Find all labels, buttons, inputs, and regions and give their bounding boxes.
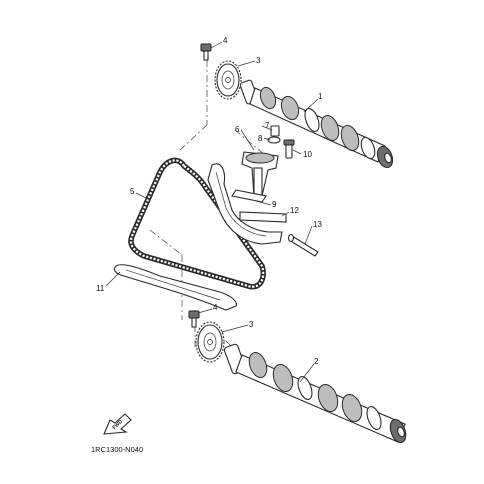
upper-camshaft	[239, 79, 394, 169]
fwd-arrow-icon: FWD	[103, 413, 132, 435]
callout-8: 8	[258, 134, 263, 143]
lower-camshaft	[223, 343, 407, 444]
tensioner-seal	[231, 189, 267, 203]
callout-13: 13	[313, 220, 322, 229]
callout-9: 9	[272, 200, 277, 209]
upper-bolt	[200, 43, 212, 61]
guide-stopper	[239, 211, 287, 223]
lower-sprocket	[195, 321, 225, 363]
chain-guide	[207, 163, 283, 245]
tensioner-gasket	[267, 136, 281, 144]
lower-bolt	[188, 310, 200, 328]
chain-tensioner	[241, 151, 279, 197]
callout-3-upper: 3	[256, 56, 261, 65]
chain-guide-lower	[113, 264, 237, 311]
timing-chain	[128, 157, 266, 290]
leader-lines	[105, 41, 319, 383]
callout-2: 2	[314, 357, 319, 366]
callout-7: 7	[265, 121, 270, 130]
tensioner-cap-bolt	[270, 125, 280, 137]
callout-labels: 1 2 3 3 4 4 5 6 7 8 9 10 11 12 13	[96, 36, 323, 366]
callout-12: 12	[290, 206, 299, 215]
callout-10: 10	[303, 150, 312, 159]
figure-code: 1RC1300-N040	[91, 445, 143, 454]
callout-11: 11	[96, 284, 105, 293]
callout-4-upper: 4	[223, 36, 228, 45]
callout-1: 1	[318, 92, 323, 101]
callout-3-lower: 3	[249, 320, 254, 329]
tensioner-bolt	[283, 139, 295, 159]
guide-pin	[287, 233, 319, 257]
callout-4-lower: 4	[213, 303, 218, 312]
callout-6: 6	[235, 125, 240, 134]
upper-sprocket	[214, 60, 242, 100]
callout-5: 5	[130, 187, 135, 196]
